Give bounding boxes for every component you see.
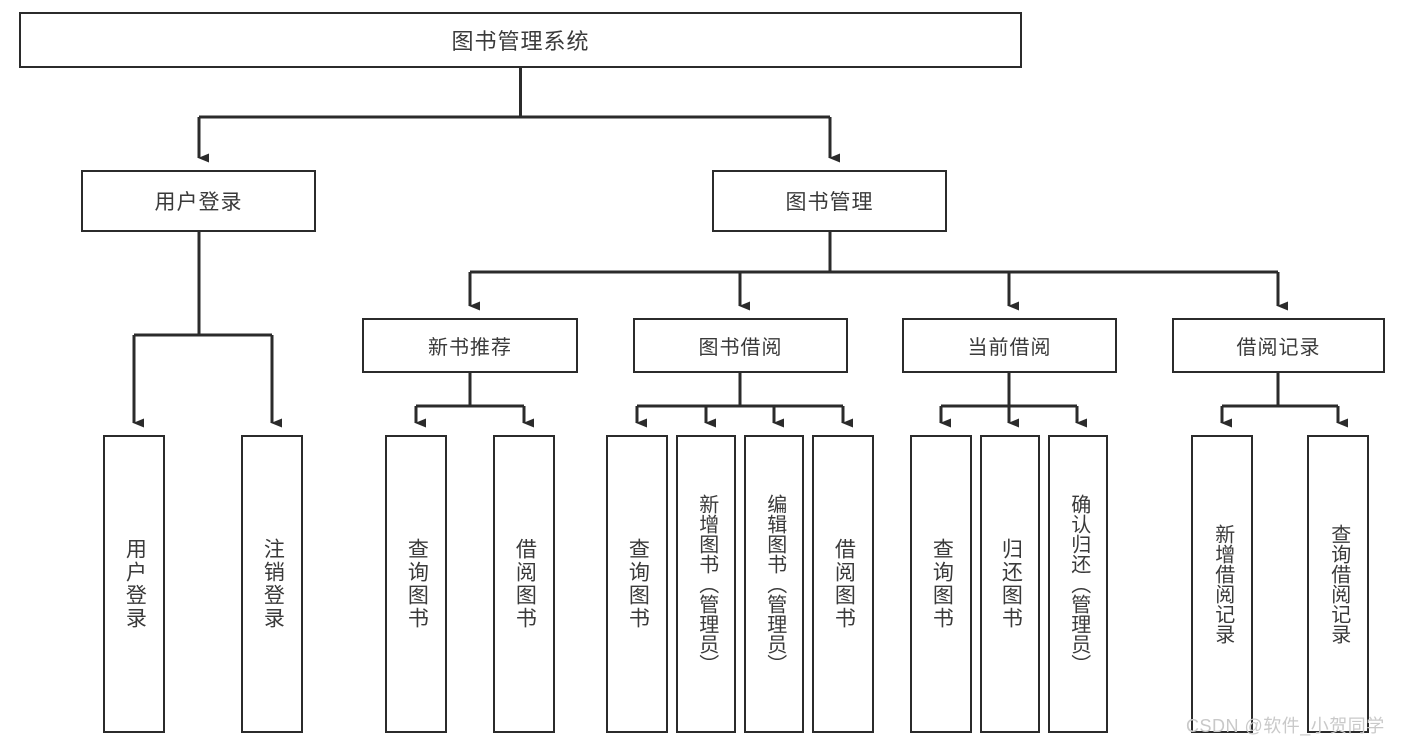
node-leaf-book-borrow-query[interactable]: 查询图书 [606, 435, 668, 733]
leaf-label: 查询借阅记录 [1327, 524, 1350, 644]
node-root-system[interactable]: 图书管理系统 [19, 12, 1022, 68]
node-leaf-borrow-record-add[interactable]: 新增借阅记录 [1191, 435, 1253, 733]
csdn-watermark: CSDN @软件_小贺同学 [1186, 716, 1385, 736]
leaf-label: 借阅图书 [832, 538, 856, 630]
node-leaf-book-borrow-add[interactable]: 新增图书（管理员） [676, 435, 736, 733]
leaf-label: 新增借阅记录 [1211, 524, 1234, 644]
leaf-label: 借阅图书 [513, 538, 537, 630]
node-branch-book-management[interactable]: 图书管理 [712, 170, 947, 232]
leaf-label: 归还图书 [999, 538, 1023, 630]
node-subgroup-current-borrow[interactable]: 当前借阅 [902, 318, 1117, 373]
node-leaf-borrow-record-query[interactable]: 查询借阅记录 [1307, 435, 1369, 733]
node-leaf-current-borrow-return[interactable]: 归还图书 [980, 435, 1040, 733]
node-subgroup-book-borrow[interactable]: 图书借阅 [633, 318, 848, 373]
leaf-label: 确认归还（管理员） [1067, 494, 1090, 674]
node-leaf-user-login-signout[interactable]: 注销登录 [241, 435, 303, 733]
leaf-label: 用户登录 [123, 538, 147, 630]
leaf-label: 编辑图书（管理员） [763, 494, 786, 674]
node-leaf-new-book-query[interactable]: 查询图书 [385, 435, 447, 733]
node-subgroup-borrow-record[interactable]: 借阅记录 [1172, 318, 1385, 373]
leaf-label: 查询图书 [930, 538, 954, 630]
node-leaf-current-borrow-query[interactable]: 查询图书 [910, 435, 972, 733]
node-leaf-book-borrow-borrow[interactable]: 借阅图书 [812, 435, 874, 733]
node-leaf-current-borrow-confirm-return[interactable]: 确认归还（管理员） [1048, 435, 1108, 733]
node-leaf-user-login-signin[interactable]: 用户登录 [103, 435, 165, 733]
leaf-label: 查询图书 [626, 538, 650, 630]
leaf-label: 查询图书 [405, 538, 429, 630]
node-leaf-new-book-borrow[interactable]: 借阅图书 [493, 435, 555, 733]
node-branch-user-login[interactable]: 用户登录 [81, 170, 316, 232]
node-leaf-book-borrow-edit[interactable]: 编辑图书（管理员） [744, 435, 804, 733]
leaf-label: 新增图书（管理员） [695, 494, 718, 674]
node-subgroup-new-book-recommend[interactable]: 新书推荐 [362, 318, 578, 373]
leaf-label: 注销登录 [261, 538, 285, 630]
